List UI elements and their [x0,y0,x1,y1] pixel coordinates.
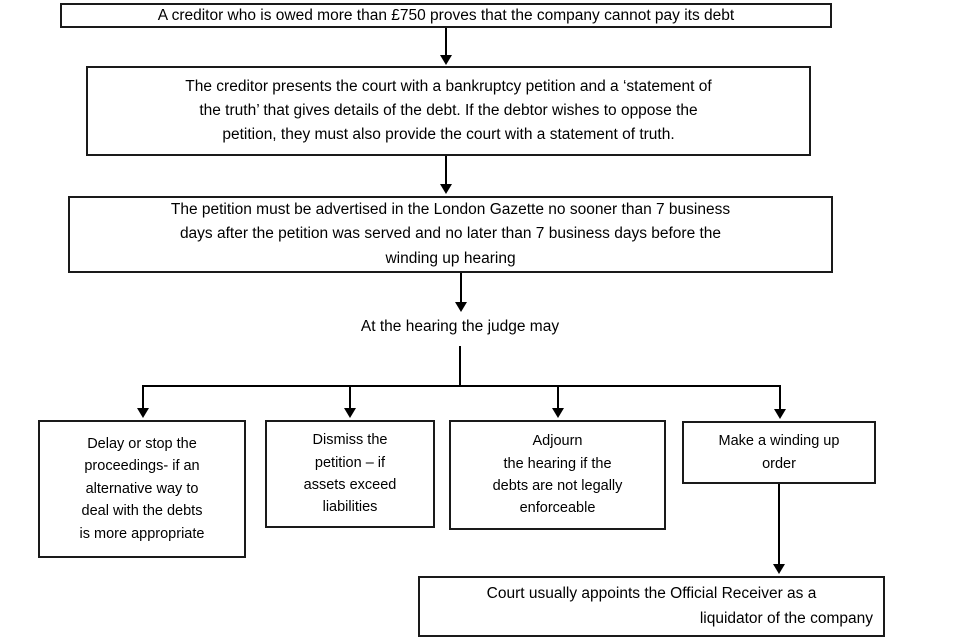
node-advertise-line-3: winding up hearing [385,249,516,267]
node-delay-stop-line-1: Delay or stop the [87,435,197,452]
node-adjourn-line-1: Adjourn [532,433,583,450]
node-winding-up-line-2: order [762,455,796,472]
node-petition-filed-line-1: The creditor presents the court with a b… [185,77,712,95]
node-petition-filed-line-2: the truth’ that gives details of the deb… [199,101,698,119]
connector-creditor-to-petition [445,28,447,56]
node-petition-filed-line-3: petition, they must also provide the cou… [222,126,675,143]
node-delay-stop-line-4: deal with the debts [81,503,203,520]
node-dismiss-line-3: assets exceed [303,477,397,493]
node-dismiss-line-4: liabilities [322,499,378,516]
node-advertise-petition: The petition must be advertised in the L… [68,196,833,273]
label-at-the-hearing: At the hearing the judge may [360,318,560,335]
node-adjourn-hearing: Adjourn the hearing if the debts are not… [449,420,666,530]
node-adjourn-line-3: debts are not legally [492,478,623,494]
arrow-creditor-to-petition-icon [440,55,452,65]
branch-distributor-bar [142,385,781,387]
node-creditor-owed-line-1: A creditor who is owed more than £750 pr… [157,6,735,24]
node-official-receiver-line-2: liquidator of the company [699,609,873,627]
connector-branch-delay-stop [142,385,144,409]
connector-winding-up-to-receiver [778,484,780,565]
arrow-branch-delay-stop-icon [137,408,149,418]
node-dismiss-line-1: Dismiss the [312,432,388,449]
connector-branch-winding-up [779,385,781,410]
connector-branch-dismiss [349,385,351,409]
node-delay-or-stop-proceedings: Delay or stop the proceedings- if an alt… [38,420,246,558]
node-creditor-owed: A creditor who is owed more than £750 pr… [60,3,832,28]
connector-hearing-to-branches [459,346,461,386]
node-adjourn-line-4: enforceable [519,500,596,517]
arrow-winding-up-to-receiver-icon [773,564,785,574]
node-petition-filed: The creditor presents the court with a b… [86,66,811,156]
node-advertise-line-2: days after the petition was served and n… [179,225,722,243]
connector-petition-to-advertise [445,156,447,185]
node-delay-stop-line-2: proceedings- if an [84,458,200,475]
node-adjourn-line-2: the hearing if the [503,455,612,472]
node-dismiss-petition: Dismiss the petition – if assets exceed … [265,420,435,528]
arrow-petition-to-advertise-icon [440,184,452,194]
connector-branch-adjourn [557,385,559,409]
connector-advertise-to-hearing [460,273,462,303]
arrow-branch-adjourn-icon [552,408,564,418]
node-official-receiver-line-1: Court usually appoints the Official Rece… [486,585,817,603]
node-make-winding-up-order: Make a winding up order [682,421,876,484]
arrow-branch-winding-up-icon [774,409,786,419]
node-winding-up-line-1: Make a winding up [718,433,840,450]
node-delay-stop-line-3: alternative way to [85,480,199,497]
node-delay-stop-line-5: is more appropriate [79,525,205,542]
node-dismiss-line-2: petition – if [314,454,386,471]
arrow-branch-dismiss-icon [344,408,356,418]
arrow-advertise-to-hearing-icon [455,302,467,312]
node-official-receiver-appointed: Court usually appoints the Official Rece… [418,576,885,637]
node-advertise-line-1: The petition must be advertised in the L… [170,201,731,219]
